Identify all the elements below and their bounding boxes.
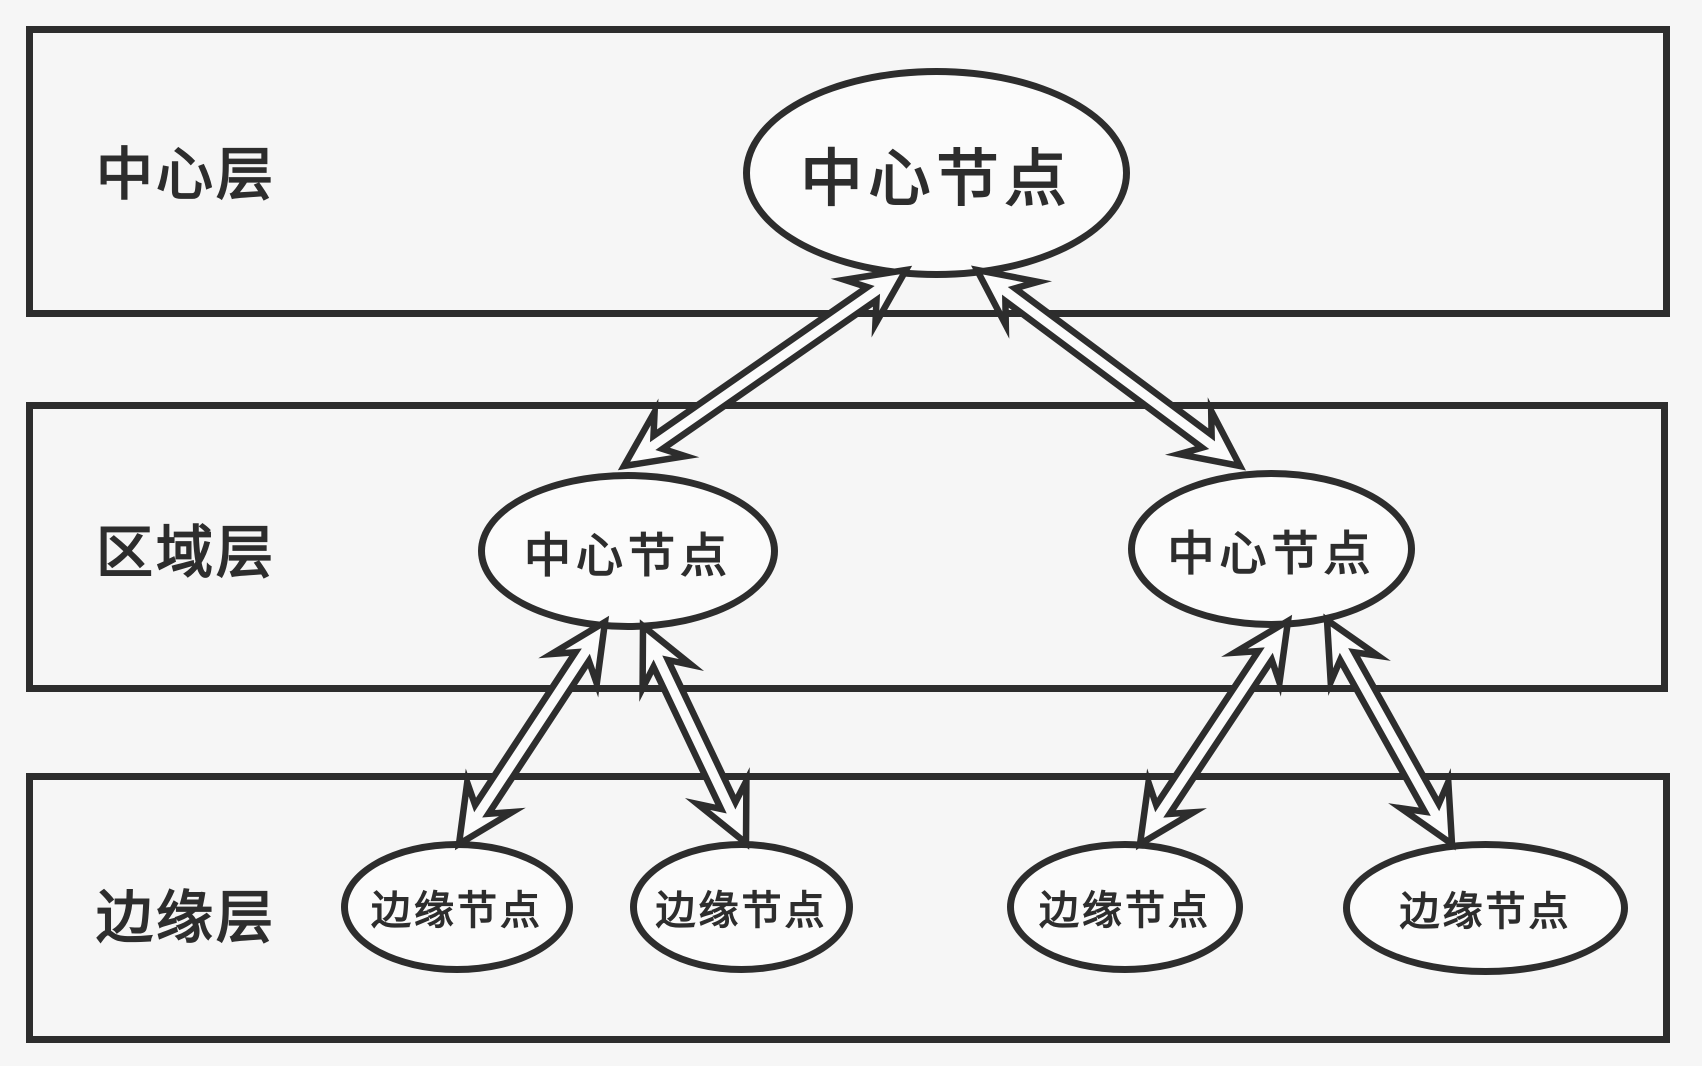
layer-label-region: 区域层 [96,521,276,585]
node-edge-1-label: 边缘节点 [371,889,543,933]
layer-label-edge: 边缘层 [96,886,276,950]
node-region-hub-right: 中心节点 [1128,470,1415,628]
node-central-hub-label: 中心节点 [800,145,1073,214]
node-edge-2: 边缘节点 [630,841,853,973]
node-edge-2-label: 边缘节点 [655,889,828,933]
layer-label-core: 中心层 [96,143,276,207]
node-region-hub-left: 中心节点 [478,472,778,630]
node-edge-3-label: 边缘节点 [1039,889,1211,933]
layer-box-edge [26,773,1670,1043]
node-central-hub: 中心节点 [743,68,1130,278]
node-region-hub-right-label: 中心节点 [1167,526,1376,580]
node-edge-3: 边缘节点 [1007,841,1243,973]
node-edge-4-label: 边缘节点 [1399,890,1572,934]
node-region-hub-left-label: 中心节点 [524,528,732,582]
node-edge-4: 边缘节点 [1343,841,1628,975]
node-edge-1: 边缘节点 [341,841,573,973]
